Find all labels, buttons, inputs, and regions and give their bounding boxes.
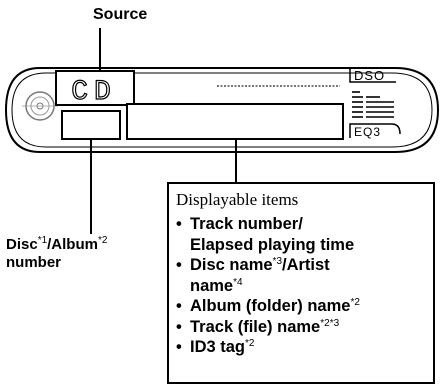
list-item: ID3 tag*2 (176, 337, 434, 358)
source-display-text: CD (71, 77, 117, 108)
disc-album-number-label: Disc*1/Album*2 number (6, 235, 108, 272)
eq-level-bars (352, 91, 394, 118)
eq-indicator: EQ3 (349, 123, 401, 139)
list-item: Disc name*3/Artist (176, 255, 434, 276)
display-outline (4, 67, 440, 153)
source-label: Source (93, 6, 148, 23)
list-item: Elapsed playing time (190, 235, 355, 254)
displayable-items-box (167, 182, 435, 384)
disc-album-number-box (61, 110, 121, 140)
list-item: name*4 (190, 276, 243, 295)
disc-icon (22, 91, 58, 121)
list-item: Album (folder) name*2 (176, 296, 434, 317)
display-inner-outline (11, 72, 433, 148)
svg-text:EQ3: EQ3 (354, 125, 381, 139)
dso-indicator: DSO (349, 68, 396, 83)
list-item: Track number/ (176, 214, 434, 235)
list-item: Track (file) name*2*3 (176, 317, 434, 338)
displayable-items-list: Track number/ Elapsed playing time Disc … (176, 214, 434, 358)
text-area-box (126, 103, 344, 140)
displayable-items-title: Displayable items (176, 190, 299, 209)
source-box (55, 70, 135, 106)
svg-text:DSO: DSO (354, 68, 385, 83)
